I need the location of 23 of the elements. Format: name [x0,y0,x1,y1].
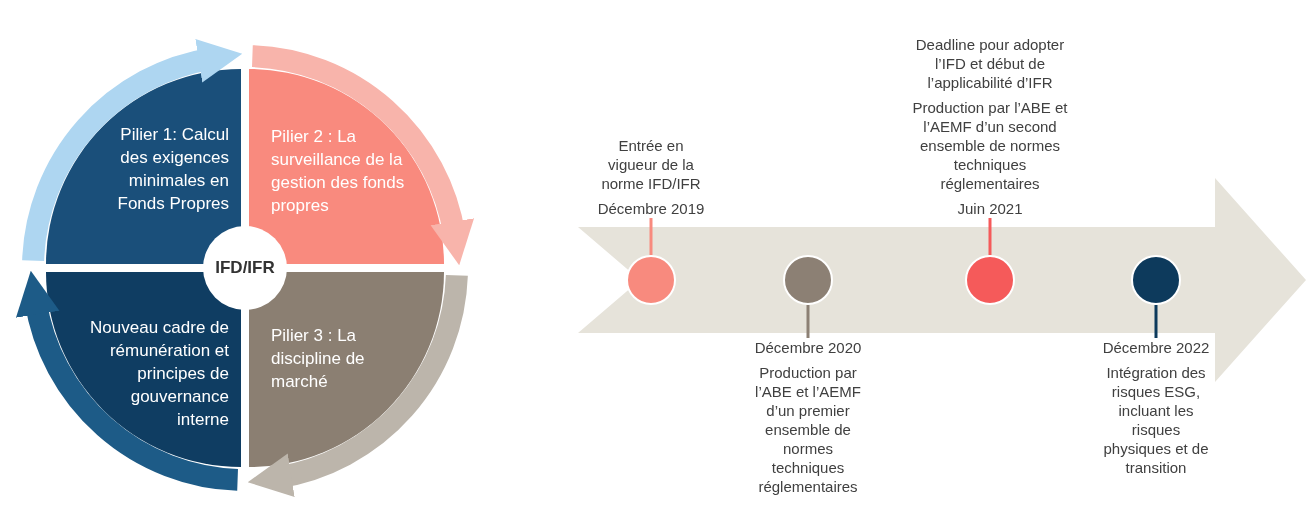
pillar-text: Pilier 2 : La surveillance de la gestion des fonds propres [271,126,406,217]
curved-arrow [251,45,473,265]
milestone-text: Décembre 2019 [596,199,706,218]
leader-line [806,305,810,338]
milestone-text: Entrée en vigueur de la norme IFD/IFR [600,136,702,193]
milestone-text: Juin 2021 [956,199,1024,218]
pillar-text: Nouveau cadre de rémunération et principes de gouvernance interne [89,317,229,431]
quadrant-segment [249,272,444,467]
milestone-text: Décembre 2020 [753,338,863,357]
leader-line [1154,305,1158,338]
leader-line [988,218,992,255]
curved-arrow [17,271,239,491]
milestone-text: Intégration des risques ESG, incluant les risques physiques et de transition [1102,363,1210,477]
pillar-text: Pilier 1: Calcul des exigences minimales en Fonds Propres [116,124,229,215]
milestone-text: Décembre 2022 [1101,338,1211,357]
milestone-text: Production par l’ABE et l’AEMF d’un premier ensemble de normes techniques réglementaires [754,363,862,496]
curved-arrow [22,40,242,262]
milestone-text: Production par l’ABE et l’AEMF d’un second ensemble de normes techniques réglementaires [911,98,1069,193]
milestone-text: Deadline pour adopter l’IFD et début de l’applicabilité d’IFR [914,35,1066,92]
pillar-text: Pilier 3 : La discipline de marché [271,325,366,393]
quadrant-segment [46,272,241,467]
leader-line [649,218,653,255]
center-label: IFD/IFR [215,257,275,280]
